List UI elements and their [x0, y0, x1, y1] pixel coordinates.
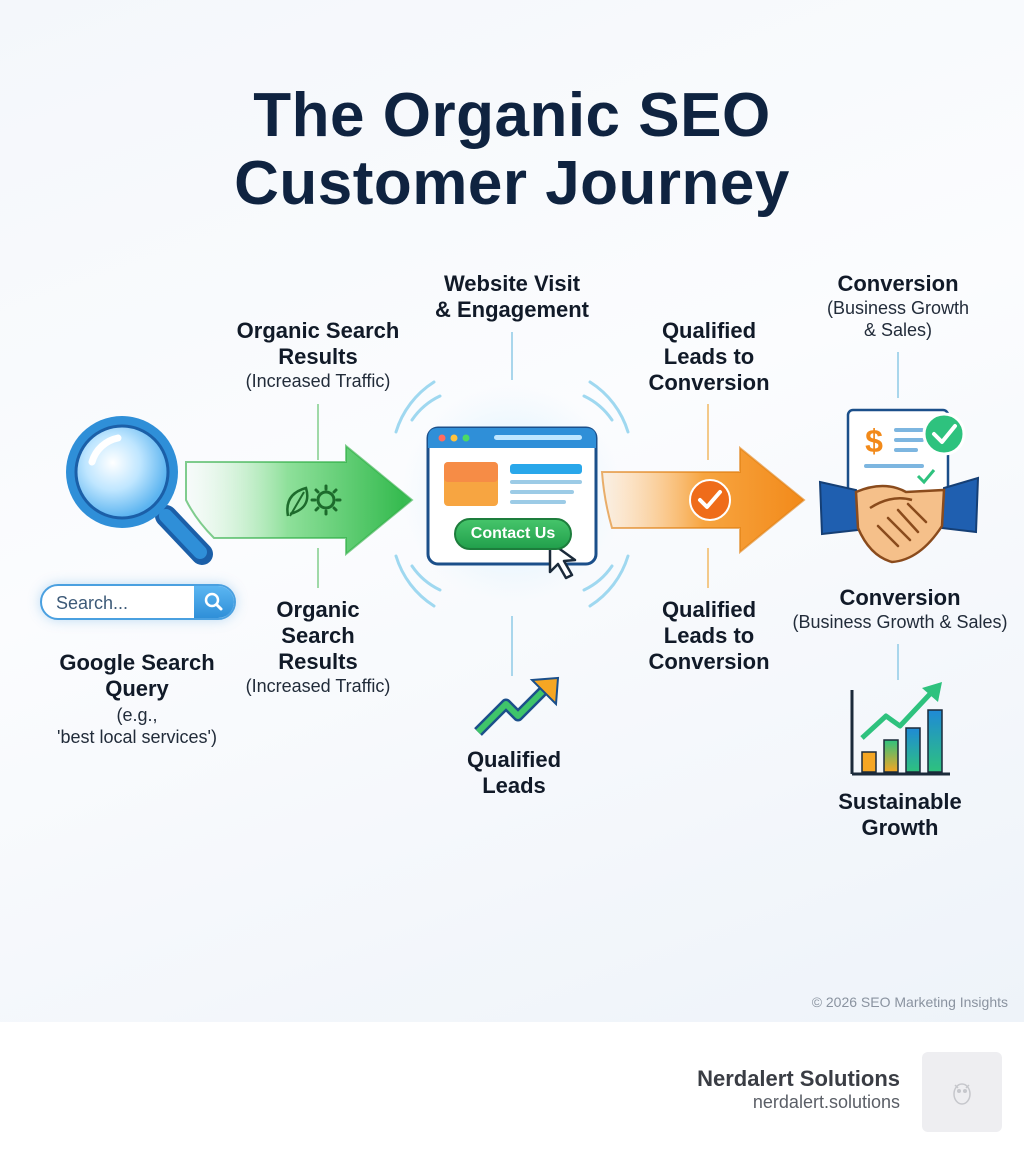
search-placeholder: Search...: [56, 593, 129, 613]
page-title: The Organic SEO Customer Journey: [0, 82, 1024, 218]
copyright-notice: © 2026 SEO Marketing Insights: [811, 994, 1008, 1010]
label-sustainable-heading-1: Sustainable: [838, 789, 962, 814]
label-organic-bottom-heading-3: Results: [278, 649, 358, 674]
label-search-heading-1: Google Search: [59, 650, 215, 675]
label-organic-top-heading-1: Organic Search: [236, 318, 400, 343]
label-leads-bottom-heading-1: Qualified: [661, 597, 757, 622]
label-sustainable-heading-2: Growth: [861, 815, 939, 840]
label-leads-conversion-bottom: Qualified Leads to Conversion: [628, 597, 790, 675]
label-sustainable-growth: Sustainable Growth: [820, 789, 980, 841]
label-qualified-heading-1: Qualified: [466, 747, 562, 772]
label-organic-top-heading-2: Results: [278, 344, 358, 369]
journey-graphics: $: [66, 332, 980, 776]
growth-bar-chart-icon: [850, 682, 950, 776]
search-icon: [204, 592, 223, 611]
label-website-heading-1: Website Visit: [443, 271, 581, 296]
label-conversion-bottom-heading: Conversion: [839, 585, 961, 610]
label-leads-top-heading-2: Leads to: [663, 344, 755, 369]
label-leads-bottom-heading-2: Leads to: [663, 623, 755, 648]
handshake-icon: [818, 476, 980, 564]
brand-name: Nerdalert Solutions: [697, 1066, 900, 1091]
label-conversion-top-heading: Conversion: [837, 271, 959, 296]
infographic-canvas: The Organic SEO Customer Journey: [0, 0, 1024, 1022]
magnifier-icon: [66, 416, 213, 565]
label-organic-bottom-heading-2: Search: [281, 623, 355, 648]
label-leads-top-heading-3: Conversion: [648, 370, 770, 395]
label-search-sub-2: 'best local services'): [57, 727, 217, 747]
owl-logo-icon: [953, 1083, 971, 1105]
title-line-2: Customer Journey: [234, 149, 790, 218]
brand-logo[interactable]: [922, 1052, 1002, 1132]
label-google-search-query: Google Search Query (e.g., 'best local s…: [40, 650, 234, 748]
brand-url[interactable]: nerdalert.solutions: [752, 1092, 900, 1112]
label-conversion-bottom: Conversion (Business Growth & Sales): [786, 585, 1014, 633]
label-leads-top-heading-1: Qualified: [661, 318, 757, 343]
label-website-visit: Website Visit & Engagement: [422, 271, 602, 323]
label-organic-results-top: Organic Search Results (Increased Traffi…: [218, 318, 418, 392]
label-conversion-top-sub-1: (Business Growth: [826, 298, 970, 318]
label-search-sub-1: (e.g.,: [116, 705, 158, 725]
label-leads-bottom-heading-3: Conversion: [648, 649, 770, 674]
footer: [0, 1022, 1024, 1154]
contact-us-button[interactable]: Contact Us: [454, 518, 572, 550]
label-website-heading-2: & Engagement: [434, 297, 590, 322]
label-qualified-heading-2: Leads: [482, 773, 546, 798]
label-organic-bottom-sub: (Increased Traffic): [245, 676, 391, 696]
label-search-heading-2: Query: [105, 676, 169, 701]
label-conversion-top-sub-2: & Sales): [863, 320, 933, 340]
search-button[interactable]: [194, 586, 234, 618]
label-leads-conversion-top: Qualified Leads to Conversion: [628, 318, 790, 396]
title-line-1: The Organic SEO: [253, 81, 771, 150]
svg-text:$: $: [865, 423, 883, 459]
signal-waves: [394, 380, 630, 608]
leaf-gear-icon: [286, 484, 342, 517]
label-conversion-bottom-sub: (Business Growth & Sales): [792, 612, 1008, 632]
search-input[interactable]: Search...: [40, 584, 236, 620]
label-qualified-leads: Qualified Leads: [444, 747, 584, 799]
label-conversion-top: Conversion (Business Growth & Sales): [810, 271, 986, 341]
label-organic-bottom-heading-1: Organic: [276, 597, 360, 622]
invoice-document-icon: $: [846, 408, 966, 498]
trend-arrow-icon: [474, 676, 560, 736]
cursor-icon: [548, 540, 577, 580]
label-organic-results-bottom: Organic Search Results (Increased Traffi…: [228, 597, 408, 697]
label-organic-top-sub: (Increased Traffic): [245, 371, 391, 391]
checkmark-icon: [689, 479, 731, 521]
